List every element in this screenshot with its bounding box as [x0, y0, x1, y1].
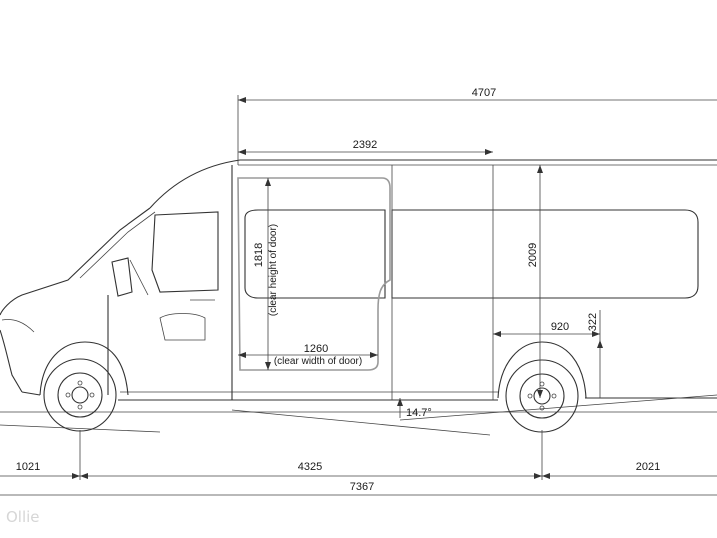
dimension-lines [0, 95, 717, 496]
label-wheelbase: 4325 [298, 461, 322, 473]
label-arch-width: 920 [551, 321, 569, 333]
cab-window [151, 211, 219, 293]
label-interior-height: 2009 [527, 243, 539, 267]
label-door-height-note: (clear height of door) [268, 224, 279, 316]
watermark: Ollie [6, 508, 40, 526]
lower-front [21, 391, 41, 396]
door-opening-outline [237, 177, 391, 371]
departure-line [399, 394, 717, 421]
steering-column [129, 259, 149, 296]
approach-line [0, 424, 161, 433]
rear-wheel [505, 359, 579, 433]
label-rear-overhang: 2021 [636, 461, 660, 473]
ramp-line [231, 409, 491, 436]
front-wheel [43, 358, 117, 432]
label-door-width-note: (clear width of door) [274, 356, 362, 367]
seat [159, 313, 206, 341]
sliding-door-window [244, 209, 386, 299]
cargo-window [391, 209, 699, 299]
label-cargo-length: 4707 [472, 87, 496, 99]
a-pillar [79, 211, 156, 279]
roof-line [149, 159, 717, 209]
headlight [1, 319, 35, 333]
label-front-overhang: 1021 [16, 461, 40, 473]
label-overall-length: 7367 [350, 481, 374, 493]
label-door-width: 1260 [304, 343, 328, 355]
van-body [0, 159, 717, 436]
side-mirror [111, 257, 133, 297]
front-bumper [0, 329, 23, 393]
front-wheel-arch [39, 341, 129, 396]
label-approach-angle: 14.7° [406, 407, 432, 419]
label-door-bulkhead: 2392 [353, 139, 377, 151]
label-arch-height: 322 [587, 313, 599, 331]
windscreen-hood [0, 207, 151, 316]
label-door-height: 1818 [253, 243, 265, 267]
rear-wheel-arch [497, 341, 587, 399]
